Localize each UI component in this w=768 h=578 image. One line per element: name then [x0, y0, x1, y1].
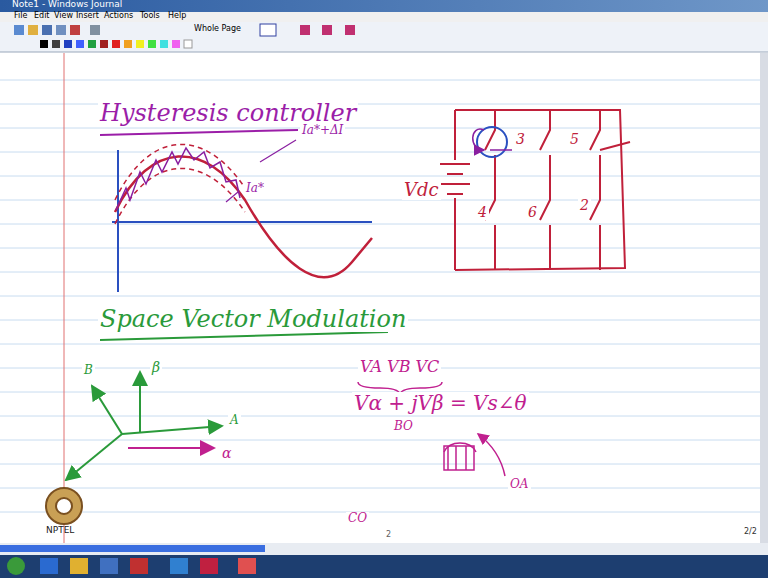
switch-number: 6: [526, 205, 539, 220]
reference-band-label: Ia*+ΔI: [300, 124, 345, 137]
page-footer: 2: [386, 531, 391, 540]
inverter-sketch: [440, 110, 630, 270]
toolbar: [0, 22, 768, 52]
axis-label: A: [228, 414, 241, 427]
axis-label: B: [82, 364, 95, 377]
switch-number: 5: [568, 132, 581, 147]
menu-bar: [0, 12, 768, 22]
switch-number: 2: [578, 198, 591, 213]
page-number: 2/2: [744, 528, 757, 537]
menu-item: View: [54, 12, 73, 21]
axis-label: α: [220, 446, 233, 461]
taskbar: [0, 555, 768, 578]
heading: Space Vector Modulation: [98, 306, 408, 332]
ruled-page: [0, 53, 768, 555]
switch-callout: [473, 127, 512, 157]
axis-label: β: [150, 360, 162, 375]
menu-item: Insert: [76, 12, 99, 21]
vector-label: OA: [508, 478, 531, 491]
logo-text: NPTEL: [46, 526, 74, 536]
space-vector-equation: Vα + jVβ = Vs∠θ: [352, 392, 529, 414]
menu-item: Tools: [140, 12, 160, 21]
heading: Hysteresis controller: [98, 100, 358, 126]
hysteresis-sketch: [98, 130, 372, 292]
menu-item: Help: [168, 12, 186, 21]
vector-label: BO: [392, 420, 415, 433]
switch-number: 3: [514, 132, 527, 147]
dc-voltage-label: Vdc: [402, 180, 441, 200]
phase-voltages: VA VB VC: [358, 358, 441, 376]
window-title: Note1 - Windows Journal: [12, 0, 122, 10]
title-bar: [0, 0, 768, 12]
nptel-logo: [46, 488, 82, 524]
reference-current-label: Ia*: [244, 182, 266, 195]
toolbar-icons: [14, 24, 355, 48]
toolbar-edge: [0, 52, 768, 53]
zoom-selector: Whole Page: [194, 25, 241, 34]
vector-label: CO: [346, 512, 369, 525]
menu-item: Actions: [104, 12, 133, 21]
menu-item: Edit: [34, 12, 50, 21]
switch-number: 4: [476, 205, 489, 220]
menu-item: File: [14, 12, 27, 21]
